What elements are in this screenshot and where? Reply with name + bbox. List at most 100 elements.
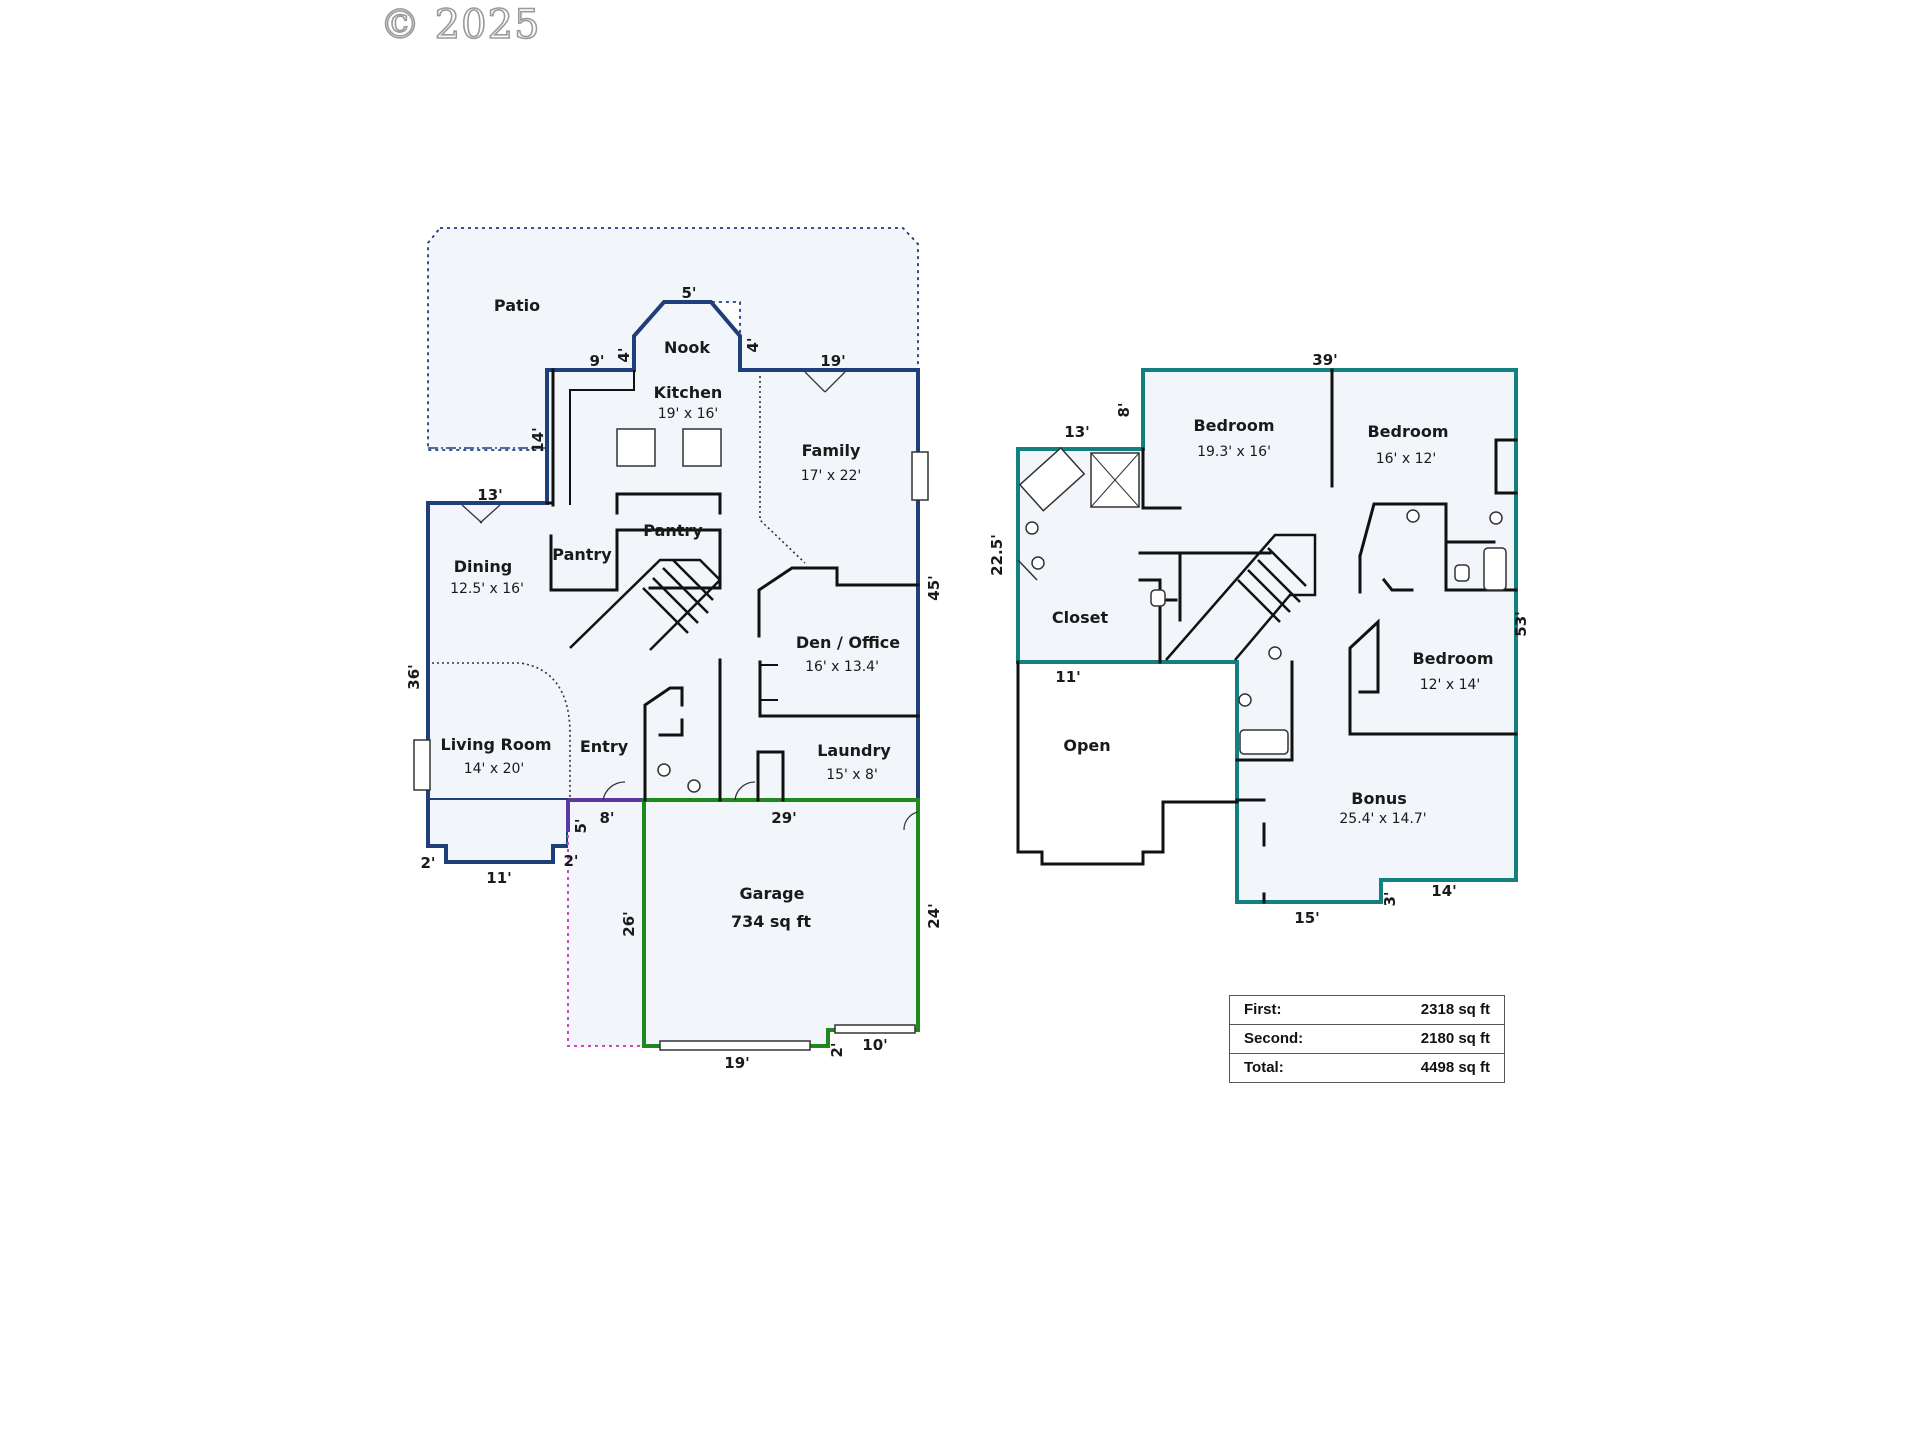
totals-label: Second: (1244, 1030, 1304, 1047)
room-dims: 17' x 22' (801, 468, 862, 484)
master-sink-2 (1031, 556, 1045, 570)
laundry-door (734, 781, 756, 801)
second-floor-dimensions: 39' 8' 13' 22.5' 53' 11' 3' 14' 15' (988, 351, 1530, 927)
entry-door (602, 781, 626, 801)
master-door (1017, 559, 1038, 581)
room-dims: 19.3' x 16' (1197, 444, 1271, 460)
room-name: Pantry (643, 521, 703, 540)
dimension-label: 11' (486, 869, 511, 887)
hall-toilet (1238, 693, 1252, 707)
dimension-label: 4' (615, 347, 633, 362)
kitchen-island-1 (616, 428, 656, 467)
hall-sink (1268, 646, 1282, 660)
dimension-label: 8' (1115, 402, 1133, 417)
hall-bath-wall (1235, 660, 1294, 762)
room-name: Pantry (552, 545, 612, 564)
garage-outline (642, 798, 920, 1048)
den-wall (757, 566, 920, 638)
totals-value: 2318 sq ft (1420, 1001, 1490, 1018)
dimension-label: 29' (771, 809, 796, 827)
room-name: Kitchen (654, 383, 723, 402)
room-name: Den / Office (796, 633, 900, 652)
dimension-label: 2' (828, 1042, 846, 1057)
dimension-label: 3' (1381, 891, 1399, 906)
room-dims: 19' x 16' (658, 406, 719, 422)
living-fireplace (413, 739, 431, 791)
dimension-label: 39' (1312, 351, 1337, 369)
totals-row-second: Second: 2180 sq ft (1230, 1024, 1504, 1053)
garage-door-small (834, 1024, 916, 1034)
family-dotted-wall (759, 376, 806, 564)
kitchen-wall (569, 370, 635, 505)
room-name: Family (802, 441, 861, 460)
laundry-wall (756, 750, 785, 802)
dimension-label: 2' (420, 854, 435, 872)
totals-label: Total: (1244, 1059, 1284, 1076)
dimension-label: 19' (724, 1054, 749, 1072)
dimension-label: 19' (820, 352, 845, 370)
master-tub (1018, 446, 1086, 512)
dimension-label: 10' (862, 1036, 887, 1054)
first-floor (413, 227, 929, 1051)
jack-tub (1483, 547, 1507, 591)
room-dims: 12.5' x 16' (450, 581, 524, 597)
kitchen-inner-wall (545, 368, 555, 507)
bonus-wall (1235, 798, 1266, 904)
jack-sink-2 (1489, 511, 1503, 525)
dimension-label: 5' (572, 818, 590, 833)
master-shower-x2 (1090, 452, 1140, 508)
room-dims: 16' x 12' (1376, 451, 1437, 467)
garage-entry-door (903, 811, 919, 831)
room-dims: 15' x 8' (826, 767, 878, 783)
dimension-label: 24' (925, 903, 943, 928)
den-closet (760, 664, 778, 701)
patio-area (427, 227, 919, 451)
second-floor-labels: Bedroom 19.3' x 16' Bedroom 16' x 12' Cl… (1052, 416, 1494, 827)
master-toilet (1150, 589, 1166, 607)
garage-door-large (659, 1040, 811, 1051)
powder-toilet (657, 763, 671, 777)
dimension-label: 2' (563, 852, 578, 870)
jack-sink-1 (1406, 509, 1420, 523)
dimension-label: 15' (1294, 909, 1319, 927)
master-bath-wall (1141, 447, 1182, 510)
totals-row-first: First: 2318 sq ft (1230, 996, 1504, 1024)
room-name: Entry (580, 737, 629, 756)
jack-bath-wall (1358, 502, 1448, 594)
dimension-label: 5' (681, 284, 696, 302)
room-dims: 734 sq ft (731, 912, 811, 931)
dimension-label: 22.5' (988, 534, 1006, 576)
dimension-label: 26' (620, 911, 638, 936)
dimension-label: 14' (1431, 882, 1456, 900)
pantry-wall (615, 492, 722, 515)
laundry-sink (687, 779, 701, 793)
dimension-label: 36' (405, 664, 423, 689)
dimension-label: 45' (925, 575, 943, 600)
room-dims: 25.4' x 14.7' (1339, 811, 1426, 827)
room-name: Open (1063, 736, 1110, 755)
dimension-label: 4' (744, 337, 762, 352)
family-fireplace (911, 451, 929, 501)
second-floor-stairs (1165, 533, 1317, 661)
room-name: Laundry (817, 741, 891, 760)
left-pantry-wall (549, 528, 619, 592)
totals-row-total: Total: 4498 sq ft (1230, 1053, 1504, 1082)
bath-wall (643, 686, 684, 802)
room-dims: 14' x 20' (464, 761, 525, 777)
copyright-watermark: © 2025 (379, 1, 541, 49)
room-name: Bedroom (1193, 416, 1274, 435)
bedroom3-wall (1348, 618, 1518, 736)
second-floor (1016, 368, 1518, 904)
square-footage-table: First: 2318 sq ft Second: 2180 sq ft Tot… (1229, 995, 1505, 1083)
open-area-walls (1016, 660, 1239, 866)
room-name: Garage (740, 884, 805, 903)
room-name: Nook (664, 338, 710, 357)
dimension-label: 13' (477, 486, 502, 504)
room-name: Bedroom (1367, 422, 1448, 441)
family-door (804, 371, 846, 393)
first-floor-dimensions: 5' 4' 4' 9' 19' 14' 13' 36' 45' 2' 11' 2… (405, 284, 943, 1072)
totals-value: 4498 sq ft (1420, 1059, 1490, 1076)
living-dotted-wall (432, 662, 571, 800)
porch-area (567, 800, 645, 1047)
